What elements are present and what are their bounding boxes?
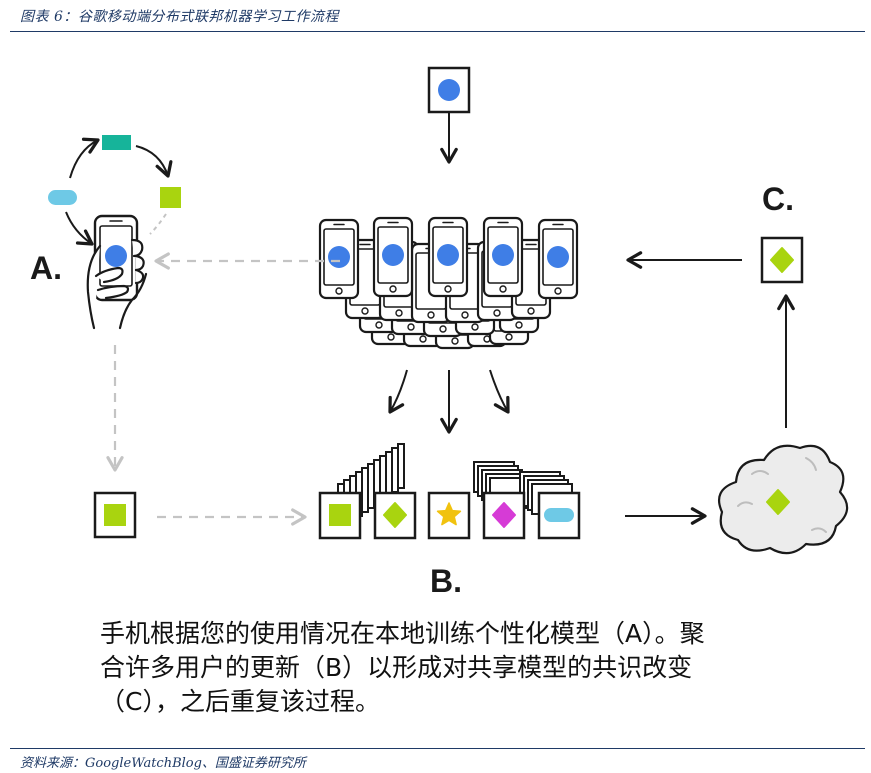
arrow-icon (69, 137, 100, 179)
phone-icon (537, 218, 579, 300)
phone-icon (482, 216, 524, 298)
star-icon (427, 491, 471, 540)
source-note: 资料来源：GoogleWatchBlog、国盛证券研究所 (20, 756, 306, 771)
top-rule (10, 31, 865, 32)
local-training-cycle (48, 135, 181, 246)
diamond-icon (482, 491, 526, 540)
arrow-icon (65, 211, 94, 246)
figure-title: 图表 6：谷歌移动端分布式联邦机器学习工作流程 (20, 9, 339, 25)
arrow-icon (388, 369, 408, 414)
federated-learning-diagram: A. (30, 66, 849, 599)
caption-line: 合许多用户的更新（B）以形成对共享模型的共识改变 (100, 653, 693, 682)
update-block-icon (102, 135, 131, 150)
arrow-icon (489, 369, 510, 414)
phone-cluster (318, 216, 579, 350)
phone-icon (318, 218, 360, 300)
label-a: A. (30, 250, 62, 286)
label-c: C. (762, 181, 794, 217)
label-b: B. (430, 563, 462, 599)
caption: 手机根据您的使用情况在本地训练个性化模型（A）。聚 合许多用户的更新（B）以形成… (100, 617, 800, 719)
update-card-icon (537, 491, 581, 540)
caption-line: （C），之后重复该过程。 (100, 687, 380, 716)
phone-icon (372, 216, 414, 298)
caption-line: 手机根据您的使用情况在本地训练个性化模型（A）。聚 (100, 619, 705, 648)
diamond-icon (373, 491, 417, 540)
update-card-icon (318, 491, 362, 540)
phone-icon (427, 216, 469, 298)
hand-icon (86, 238, 148, 330)
shared-model-card-icon (427, 66, 471, 114)
update-block-icon (160, 187, 181, 208)
local-update-card-icon (93, 491, 137, 539)
aggregated-updates (318, 443, 581, 540)
phone-a-in-hand (86, 214, 148, 330)
bottom-rule (10, 748, 865, 749)
updated-model-card-icon (760, 236, 804, 284)
update-block-icon (48, 190, 77, 205)
cloud-icon (718, 444, 849, 555)
arrow-icon (135, 145, 173, 178)
